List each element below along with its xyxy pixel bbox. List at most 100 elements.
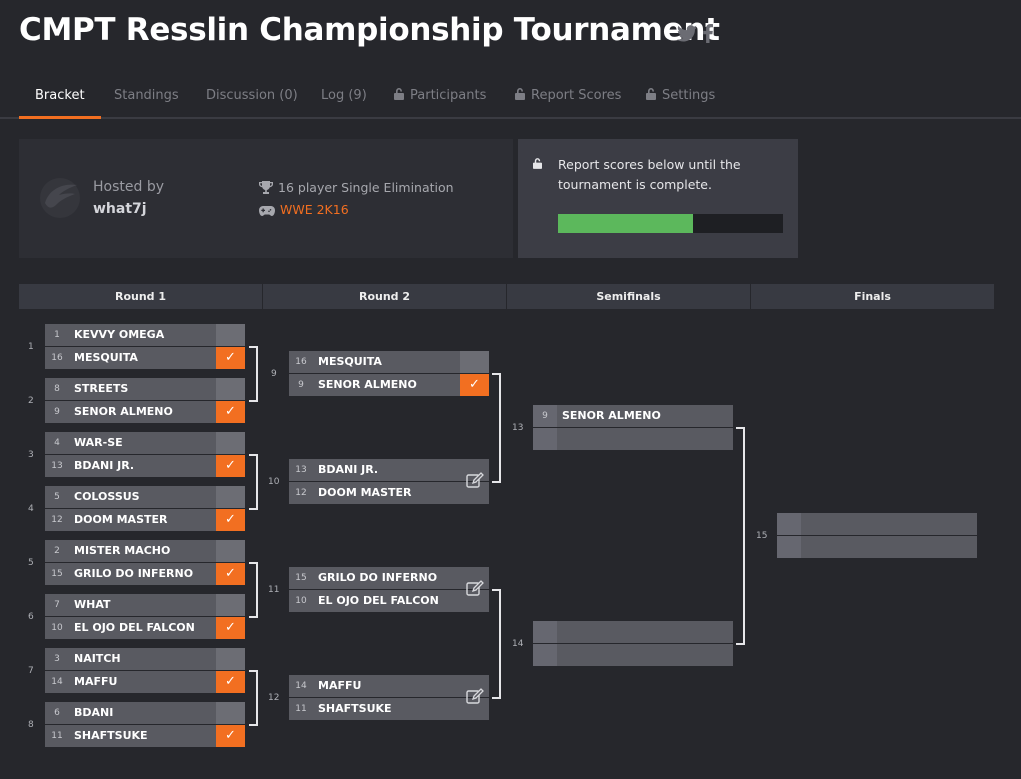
player-name: MESQUITA (318, 355, 382, 368)
round-headers: Round 1 Round 2 Semifinals Finals (19, 284, 994, 309)
player-name: EL OJO DEL FALCON (318, 594, 439, 607)
edit-score-icon[interactable] (466, 688, 484, 705)
player-name: GRILO DO INFERNO (318, 571, 438, 584)
seed: 12 (51, 515, 63, 525)
tab-bracket[interactable]: Bracket (19, 74, 100, 119)
seed: 11 (51, 731, 63, 741)
winner-check-icon (216, 671, 245, 693)
game-link[interactable]: WWE 2K16 (259, 202, 349, 217)
lock-icon (394, 88, 404, 100)
winner-check-icon (216, 725, 245, 747)
tournament-format: 16 player Single Elimination (259, 180, 454, 195)
tab-discussion[interactable]: Discussion (0) (206, 88, 298, 103)
tab-report-scores[interactable]: Report Scores (515, 74, 621, 118)
host-name[interactable]: what7j (93, 201, 147, 217)
seed: 13 (295, 465, 307, 475)
player-name: EL OJO DEL FALCON (74, 621, 195, 634)
player-name: BDANI (74, 706, 114, 719)
match-number: 4 (28, 504, 34, 514)
player-name: GRILO DO INFERNO (74, 567, 194, 580)
player-name: DOOM MASTER (318, 486, 412, 499)
facebook-icon[interactable] (703, 24, 713, 47)
tab-bar: Bracket Standings Discussion (0) Log (9)… (0, 74, 1021, 119)
player-name: MISTER MACHO (74, 544, 171, 557)
tournament-info-card: Hosted by what7j 16 player Single Elimin… (19, 139, 513, 258)
tab-log[interactable]: Log (9) (321, 88, 367, 103)
tab-standings[interactable]: Standings (114, 88, 179, 103)
winner-check-icon (460, 374, 489, 396)
twitter-icon[interactable] (677, 25, 697, 46)
edit-score-icon[interactable] (466, 580, 484, 597)
edit-score-icon[interactable] (466, 472, 484, 489)
match-slot[interactable]: 2 MISTER MACHO (45, 540, 245, 562)
match-number: 8 (28, 720, 34, 730)
tab-participants[interactable]: Participants (394, 74, 486, 118)
seed: 8 (54, 384, 60, 394)
seed: 9 (533, 405, 557, 427)
player-name: COLOSSUS (74, 490, 140, 503)
match-number: 3 (28, 450, 34, 460)
winner-check-icon (216, 509, 245, 531)
match-slot[interactable] (533, 621, 733, 643)
player-name: BDANI JR. (74, 459, 135, 472)
lock-icon (533, 158, 542, 169)
score-box (216, 324, 245, 346)
match-slot[interactable] (533, 428, 733, 450)
match-14[interactable] (533, 621, 733, 667)
match-number: 7 (28, 666, 34, 676)
match-slot[interactable] (777, 513, 977, 535)
player-name: SHAFTSUKE (318, 702, 392, 715)
score-box (216, 432, 245, 454)
winner-check-icon (216, 563, 245, 585)
seed (533, 621, 557, 643)
match-slot[interactable]: 10 EL OJO DEL FALCON (45, 617, 245, 639)
score-box (460, 351, 489, 373)
match-15[interactable] (777, 513, 977, 559)
lock-icon (515, 88, 525, 100)
tab-settings[interactable]: Settings (646, 74, 715, 118)
seed: 2 (54, 546, 60, 556)
match-slot[interactable] (533, 644, 733, 666)
seed: 10 (51, 623, 63, 633)
player-name: MAFFU (74, 675, 118, 688)
match-slot[interactable] (777, 536, 977, 558)
seed: 16 (51, 353, 63, 363)
player-name: MAFFU (318, 679, 362, 692)
